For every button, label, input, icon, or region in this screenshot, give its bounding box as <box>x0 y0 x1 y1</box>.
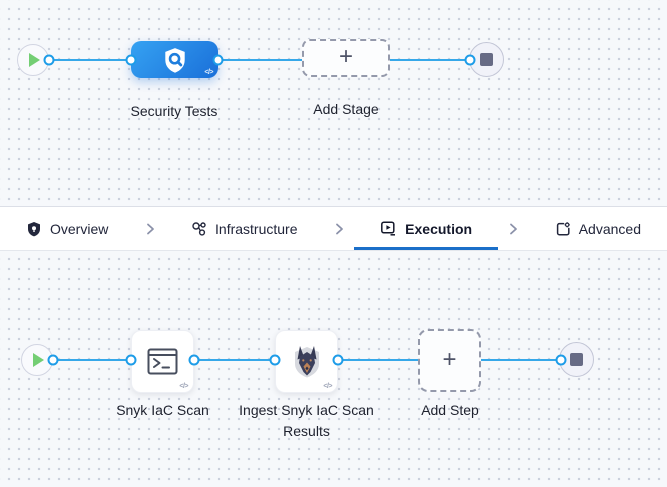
tab-execution[interactable]: Execution <box>354 207 498 250</box>
stage-node-label: Security Tests <box>130 103 218 119</box>
play-square-icon <box>380 220 397 237</box>
start-node-out-port[interactable] <box>43 54 55 66</box>
play-icon <box>33 353 44 367</box>
step-node-label: Snyk IaC Scan <box>116 402 209 418</box>
start-node-out-port[interactable] <box>47 354 59 366</box>
add-stage-button[interactable]: + <box>302 39 390 77</box>
shield-icon <box>26 221 42 237</box>
tab-label: Overview <box>50 220 109 237</box>
stop-icon <box>480 53 493 66</box>
add-step-button[interactable]: + <box>418 329 481 392</box>
tab-overview[interactable]: Overview <box>0 207 134 250</box>
code-template-icon: </> <box>179 383 188 390</box>
step-out-port[interactable] <box>188 354 200 366</box>
plus-icon: + <box>338 43 353 70</box>
stop-icon <box>570 353 583 366</box>
step-node-ingest-snyk-results[interactable]: </> <box>275 330 338 393</box>
stage-config-tabbar: Overview Infrastructure <box>0 206 667 251</box>
chevron-right-icon <box>142 207 158 250</box>
terminal-icon <box>147 348 178 375</box>
tab-label: Advanced <box>578 220 641 237</box>
step-in-port[interactable] <box>269 354 281 366</box>
chevron-right-icon <box>505 207 521 250</box>
tab-label: Infrastructure <box>215 220 298 237</box>
infrastructure-nodes-icon <box>191 221 207 237</box>
end-node-in-port[interactable] <box>464 54 476 66</box>
add-stage-label: Add Stage <box>313 101 379 117</box>
security-shield-scan-icon <box>161 46 189 74</box>
end-node-in-port[interactable] <box>555 354 567 366</box>
stage-node-security-tests[interactable]: </> <box>131 41 218 78</box>
add-step-label: Add Step <box>421 402 479 418</box>
plus-icon: + <box>442 345 457 373</box>
tab-advanced[interactable]: Advanced <box>529 207 667 250</box>
step-out-port[interactable] <box>332 354 344 366</box>
document-gear-icon <box>555 221 571 237</box>
snyk-dog-icon <box>291 345 323 379</box>
tab-label: Execution <box>405 220 473 237</box>
stage-node-in-port[interactable] <box>125 54 137 66</box>
step-node-snyk-iac-scan[interactable]: </> <box>131 330 194 393</box>
step-node-label: Ingest Snyk IaC Scan Results <box>239 402 374 439</box>
play-icon <box>29 53 40 67</box>
chevron-right-icon <box>331 207 347 250</box>
code-template-icon: </> <box>204 69 213 76</box>
tab-infrastructure[interactable]: Infrastructure <box>165 207 323 250</box>
stage-node-out-port[interactable] <box>212 54 224 66</box>
code-template-icon: </> <box>323 383 332 390</box>
stage-graph-edge <box>49 59 471 61</box>
step-in-port[interactable] <box>125 354 137 366</box>
